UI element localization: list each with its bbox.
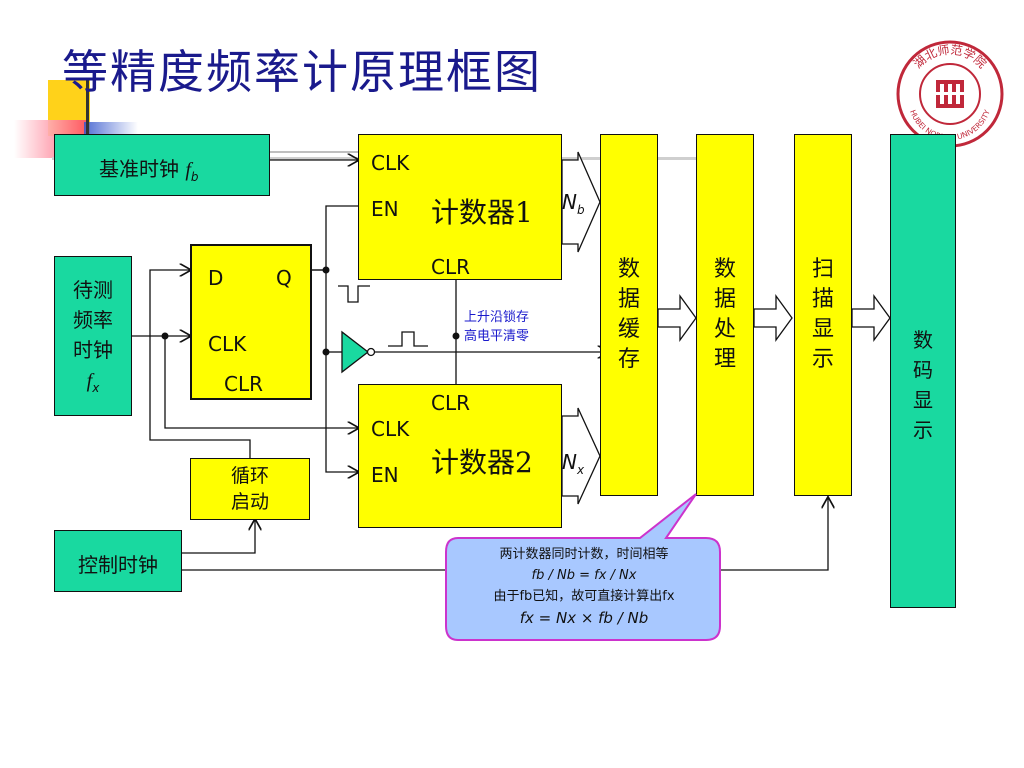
loop-start-line2: 启动 — [230, 491, 269, 513]
page-title: 等精度频率计原理框图 — [62, 45, 542, 99]
callout-line2: fb / Nb = fx / Nx — [531, 568, 637, 583]
data-processing-block: 数据处理 — [696, 134, 754, 496]
dff-q-label: Q — [276, 266, 292, 290]
nb-label: Nb — [562, 190, 585, 217]
reference-clock-block: 基准时钟 fb — [54, 134, 270, 196]
loop-start-line1: 循环 — [230, 465, 269, 487]
nx-label: Nx — [562, 450, 585, 477]
data-processing-label: 数据处理 — [713, 257, 736, 372]
callout-line4: fx = Nx × fb / Nb — [519, 609, 649, 627]
counter1-clk-label: CLK — [371, 151, 410, 175]
reference-clock-label: 基准时钟 — [99, 157, 179, 181]
digital-display-label: 数码显示 — [913, 328, 933, 442]
dff-clr-label: CLR — [224, 372, 264, 396]
reference-clock-symbol: f — [185, 159, 191, 181]
counter2-clk-label: CLK — [371, 417, 410, 441]
counter1-name: 计数器1 — [431, 196, 533, 229]
counter2-clr-label: CLR — [431, 391, 471, 415]
data-buffer-block: 数据缓存 — [600, 134, 658, 496]
dff-clk-label: CLK — [208, 332, 247, 356]
measured-clock-line1: 待测 — [73, 278, 113, 302]
d-flipflop-block: D Q CLK CLR — [190, 244, 312, 400]
clr-wire-note-line2: 高电平清零 — [464, 329, 530, 344]
clr-wire-note-line1: 上升沿锁存 — [464, 310, 530, 325]
counter2-name: 计数器2 — [431, 446, 533, 479]
loop-start-block: 循环 启动 — [190, 458, 310, 520]
scan-display-label: 扫描显示 — [811, 257, 834, 372]
reference-clock-sub: b — [190, 170, 199, 184]
data-buffer-label: 数据缓存 — [617, 257, 640, 372]
clr-wire-note: 上升沿锁存 高电平清零 — [464, 308, 529, 346]
callout-text: 两计数器同时计数，时间相等 fb / Nb = fx / Nx 由于fb已知，故… — [446, 544, 722, 644]
callout-line1: 两计数器同时计数，时间相等 — [499, 547, 669, 562]
control-clock-block: 控制时钟 — [54, 530, 182, 592]
dff-d-label: D — [208, 266, 224, 290]
counter1-en-label: EN — [371, 197, 399, 221]
counter1-clr-label: CLR — [431, 255, 471, 279]
title-decoration-line — [86, 78, 89, 170]
scan-display-block: 扫描显示 — [794, 134, 852, 496]
university-logo: 湖北师范学院 HUBEI NORMAL UNIVERSITY — [896, 40, 1004, 148]
digital-display-block: 数码显示 — [890, 134, 956, 608]
measured-clock-line3: 时钟 — [73, 338, 113, 362]
control-clock-label: 控制时钟 — [78, 553, 158, 577]
callout-bubble-shape — [445, 493, 721, 641]
counter2-block: CLR CLK 计数器2 EN — [358, 384, 562, 528]
callout-line3: 由于fb已知，故可直接计算出fx — [493, 589, 675, 604]
measured-clock-block: 待测 频率 时钟 fx — [54, 256, 132, 416]
measured-clock-sub: x — [92, 381, 100, 395]
counter1-block: CLK EN 计数器1 CLR — [358, 134, 562, 280]
measured-clock-symbol: f — [86, 370, 93, 392]
measured-clock-line2: 频率 — [73, 308, 113, 332]
counter2-en-label: EN — [371, 463, 399, 487]
